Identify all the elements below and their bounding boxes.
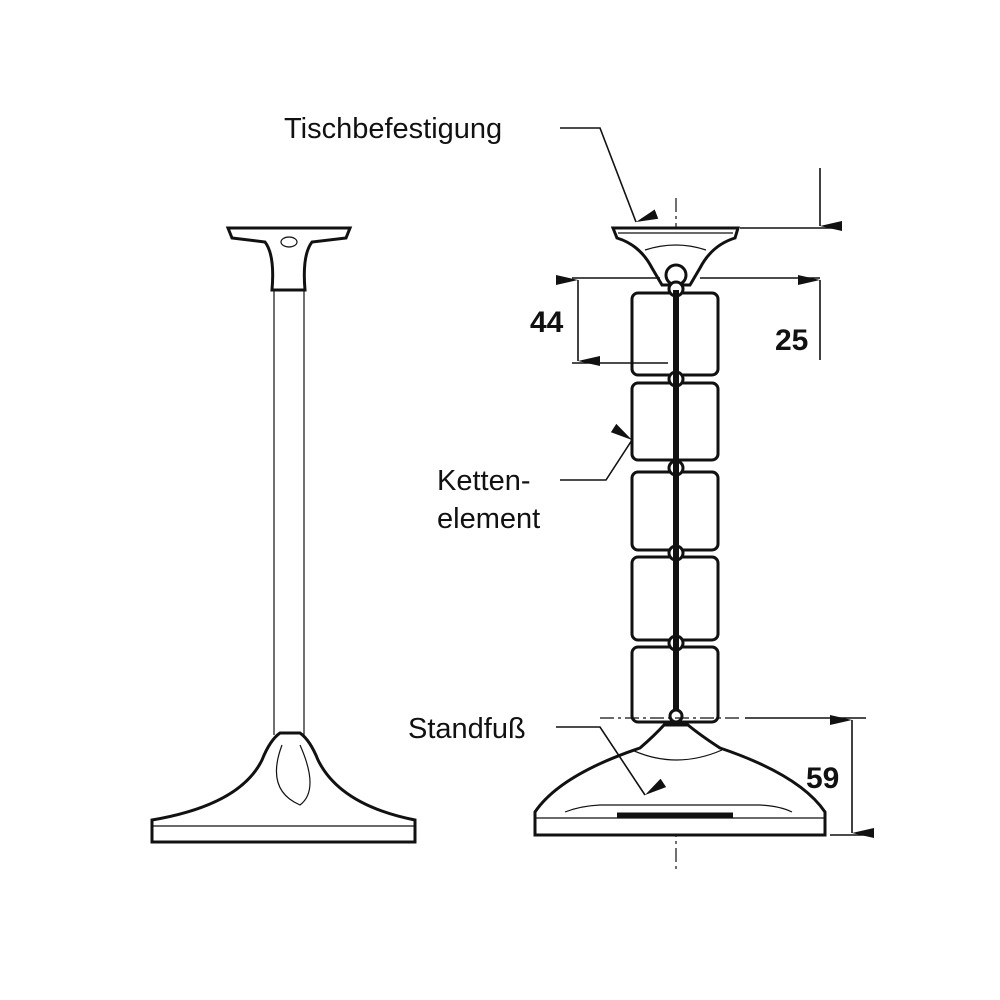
front-view [150, 226, 417, 844]
callout-chain-element: Ketten- element [437, 423, 633, 535]
side-view [533, 198, 827, 870]
side-table-mount [610, 226, 741, 287]
dimension-25-value: 25 [775, 324, 808, 357]
dimension-44: 44 [530, 275, 668, 366]
front-table-mount [225, 226, 353, 292]
side-base [533, 708, 827, 837]
front-base [150, 731, 417, 844]
label-chain-element-1: Ketten- [437, 465, 531, 497]
dimension-44-value: 44 [530, 306, 564, 339]
dimension-59: 59 [745, 715, 874, 838]
label-table-mount: Tischbefestigung [284, 113, 502, 145]
label-base: Standfuß [408, 713, 526, 745]
callout-table-mount: Tischbefestigung [284, 113, 659, 223]
callout-base: Standfuß [408, 713, 667, 796]
label-chain-element-2: element [437, 503, 540, 535]
dimension-59-value: 59 [806, 762, 839, 795]
dimension-25: 25 [700, 168, 842, 360]
